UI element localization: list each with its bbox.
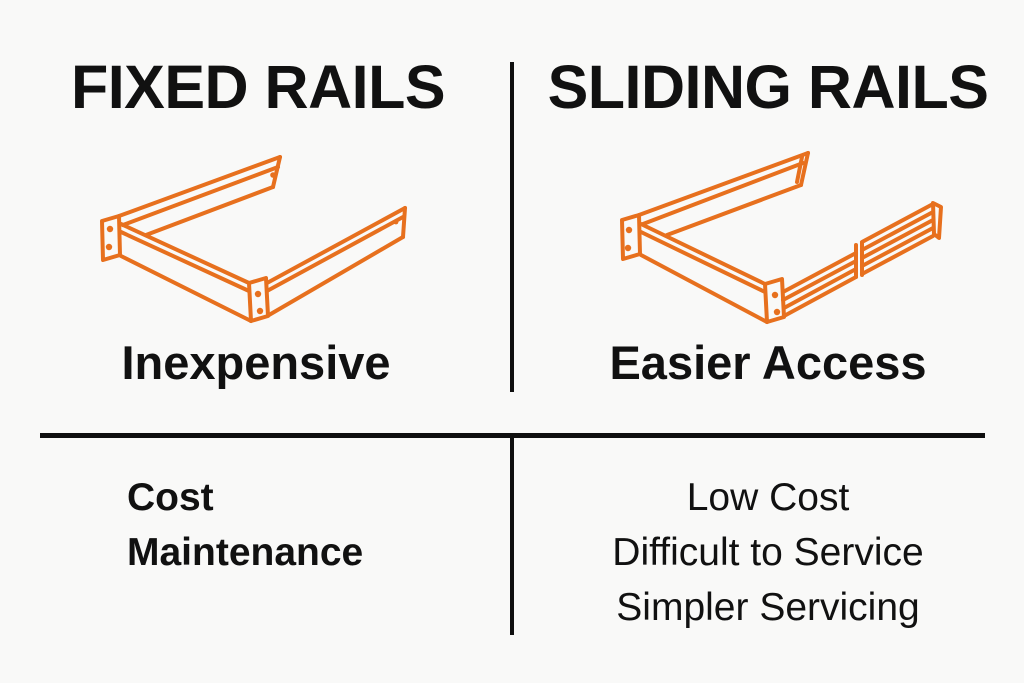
sliding-rails-outline [620,151,943,324]
slide-sleeve-end-cap [931,201,943,240]
bracket-hole [106,225,114,233]
rail-end-hole [270,172,276,178]
bracket-hole [256,307,264,315]
front-left-bracket [100,214,122,262]
front-band-bottom-edge [119,254,253,323]
fixed-rails-outline [100,155,407,323]
fixed-rails-icon [100,155,407,323]
slide-inner-line-3 [782,267,858,310]
value-low-cost: Low Cost [686,476,850,519]
rail-end-hole [393,219,399,225]
left-rail-top-edge [117,155,282,218]
horizontal-divider [40,433,985,438]
slide-sleeve-line-1 [860,202,935,244]
front-band-top-edge [639,222,767,286]
left-rail-top-edge [637,151,810,217]
attribute-cost: Cost [127,476,214,519]
front-left-bracket [620,213,642,261]
right-rail-bottom-edge [267,235,405,317]
fixed-rails-caption: Inexpensive [121,336,391,389]
slide-sleeve-line-2 [860,210,935,252]
slide-sleeve-line-3 [860,218,935,260]
value-simpler-servicing: Simpler Servicing [616,586,920,629]
left-rail-end-cap-inner [795,155,804,184]
front-center-bracket [247,276,270,323]
front-band-crease [119,230,251,293]
slide-sleeve-line-4 [860,226,935,268]
bracket-hole [773,308,781,316]
left-rail-bottom-edge [144,185,275,237]
front-band-crease [639,230,767,294]
bracket-hole [625,226,633,234]
slide-inner-line-2 [781,259,858,302]
fixed-rails-title: FIXED RAILS [70,53,446,121]
left-rail-end-cap [271,155,282,189]
fixed-rails-illustration [86,144,426,339]
attribute-column: Cost Maintenance [127,470,363,580]
front-band-top-edge [119,222,251,285]
fixed-rails-screw-holes [105,172,399,315]
left-rail-end-cap [799,151,810,187]
bracket-hole [254,290,262,298]
bracket-hole [771,291,779,299]
vertical-divider-top [510,62,514,392]
left-rail-inner-line [641,161,805,226]
bracket-hole [105,243,113,251]
sliding-rails-icon [620,151,943,324]
sliding-rails-caption: Easier Access [609,336,927,389]
right-rail-end-cap [401,206,407,239]
vertical-divider-bottom [510,438,514,635]
sliding-rails-title: SLIDING RAILS [547,53,989,121]
attribute-maintenance: Maintenance [127,531,364,574]
sliding-rails-screw-holes [624,226,781,316]
front-band-bottom-edge [639,253,769,324]
slide-inner-line-4 [782,275,858,318]
right-rail-top-edge [265,206,407,285]
left-rail-inner-line [121,165,280,227]
bracket-hole [624,244,632,252]
value-column: Low Cost Difficult to Service Simpler Se… [512,470,1024,635]
left-rail-bottom-edge [665,183,803,237]
value-difficult-to-service: Difficult to Service [612,531,924,574]
right-rail-inner-line [265,215,405,293]
slide-sleeve-line-5 [860,234,935,276]
slide-inner-line-1 [781,251,858,294]
sliding-rails-illustration [612,144,952,339]
